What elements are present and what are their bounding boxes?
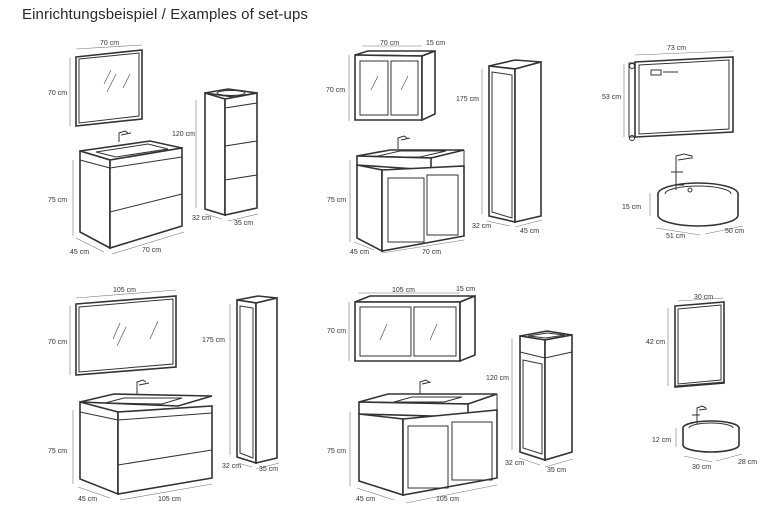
dim-tall-height: 120 cm xyxy=(172,131,195,138)
tall-cabinet xyxy=(488,59,542,224)
setup-1: 70 cm 70 cm 75 cm 45 cm 70 cm xyxy=(48,40,259,256)
dim-cab-height: 70 cm xyxy=(327,328,346,335)
dim-vanity-height: 75 cm xyxy=(327,197,346,204)
dim-tall-depth: 32 cm xyxy=(222,463,241,470)
dim-vanity-width: 70 cm xyxy=(422,249,441,256)
basin xyxy=(682,405,740,453)
dim-basin-width: 51 cm xyxy=(666,233,685,240)
dim-basin-width: 30 cm xyxy=(692,464,711,471)
dim-tall-width: 35 cm xyxy=(259,466,278,473)
tall-cabinet xyxy=(519,330,573,462)
tall-cabinet xyxy=(236,295,278,465)
dim-cab-width: 105 cm xyxy=(392,287,415,294)
setup-5: 105 cm 15 cm 70 cm 75 cm 45 cm 105 cm xyxy=(327,286,574,504)
mirror-cabinet xyxy=(354,49,436,122)
dim-tall-width: 45 cm xyxy=(520,228,539,235)
tall-cabinet xyxy=(204,88,258,217)
setup-3: 73 cm 53 cm 15 cm 51 cm 50 cm xyxy=(602,45,744,240)
dim-tall-width: 35 cm xyxy=(234,220,253,227)
dim-vanity-width: 105 cm xyxy=(436,496,459,503)
dim-mirror-height: 42 cm xyxy=(646,339,665,346)
dim-vanity-depth: 45 cm xyxy=(78,496,97,503)
vanity-unit xyxy=(356,135,465,253)
dim-vanity-height: 75 cm xyxy=(48,197,67,204)
dim-cab-width: 70 cm xyxy=(380,40,399,47)
dim-vanity-depth: 45 cm xyxy=(356,496,375,503)
dim-tall-height: 175 cm xyxy=(456,96,479,103)
mirror-cabinet xyxy=(354,294,476,363)
dim-basin-depth: 50 cm xyxy=(725,228,744,235)
setup-6: 30 cm 42 cm 12 cm 30 cm 28 cm xyxy=(646,294,757,471)
dim-basin-depth: 28 cm xyxy=(738,459,757,466)
mirror xyxy=(75,295,177,376)
dim-mirror-width: 73 cm xyxy=(667,45,686,52)
dim-mirror-height: 70 cm xyxy=(48,339,67,346)
dim-basin-height: 15 cm xyxy=(622,204,641,211)
dim-vanity-height: 75 cm xyxy=(48,448,67,455)
dim-tall-depth: 32 cm xyxy=(472,223,491,230)
page-title: Einrichtungsbeispiel / Examples of set-u… xyxy=(22,6,309,23)
dim-vanity-height: 75 cm xyxy=(327,448,346,455)
dim-tall-depth: 32 cm xyxy=(505,460,524,467)
dim-tall-width: 35 cm xyxy=(547,467,566,474)
dim-cab-height: 70 cm xyxy=(326,87,345,94)
basin xyxy=(657,153,739,227)
mirror xyxy=(674,301,726,388)
vanity-unit xyxy=(358,379,498,497)
dim-cab-depth: 15 cm xyxy=(456,286,475,293)
dim-mirror-width: 105 cm xyxy=(113,287,136,294)
setup-2: 70 cm 15 cm 70 cm 75 cm 45 cm 70 cm xyxy=(326,40,543,256)
setup-4: 105 cm 70 cm 75 cm 45 cm 105 cm 175 cm 3 xyxy=(48,287,280,503)
mirror xyxy=(628,56,734,141)
dim-cab-depth: 15 cm xyxy=(426,40,445,47)
vanity-unit xyxy=(79,130,183,250)
dim-basin-height: 12 cm xyxy=(652,437,671,444)
dim-mirror-width: 30 cm xyxy=(694,294,713,301)
mirror xyxy=(75,49,143,127)
dim-vanity-width: 105 cm xyxy=(158,496,181,503)
dim-tall-height: 120 cm xyxy=(486,375,509,382)
dim-vanity-depth: 45 cm xyxy=(350,249,369,256)
dim-mirror-height: 70 cm xyxy=(48,90,67,97)
dim-vanity-depth: 45 cm xyxy=(70,249,89,256)
dim-vanity-width: 70 cm xyxy=(142,247,161,254)
dim-mirror-width: 70 cm xyxy=(100,40,119,47)
vanity-unit xyxy=(79,379,213,496)
dim-mirror-height: 53 cm xyxy=(602,94,621,101)
dim-tall-depth: 32 cm xyxy=(192,215,211,222)
dim-tall-height: 175 cm xyxy=(202,337,225,344)
